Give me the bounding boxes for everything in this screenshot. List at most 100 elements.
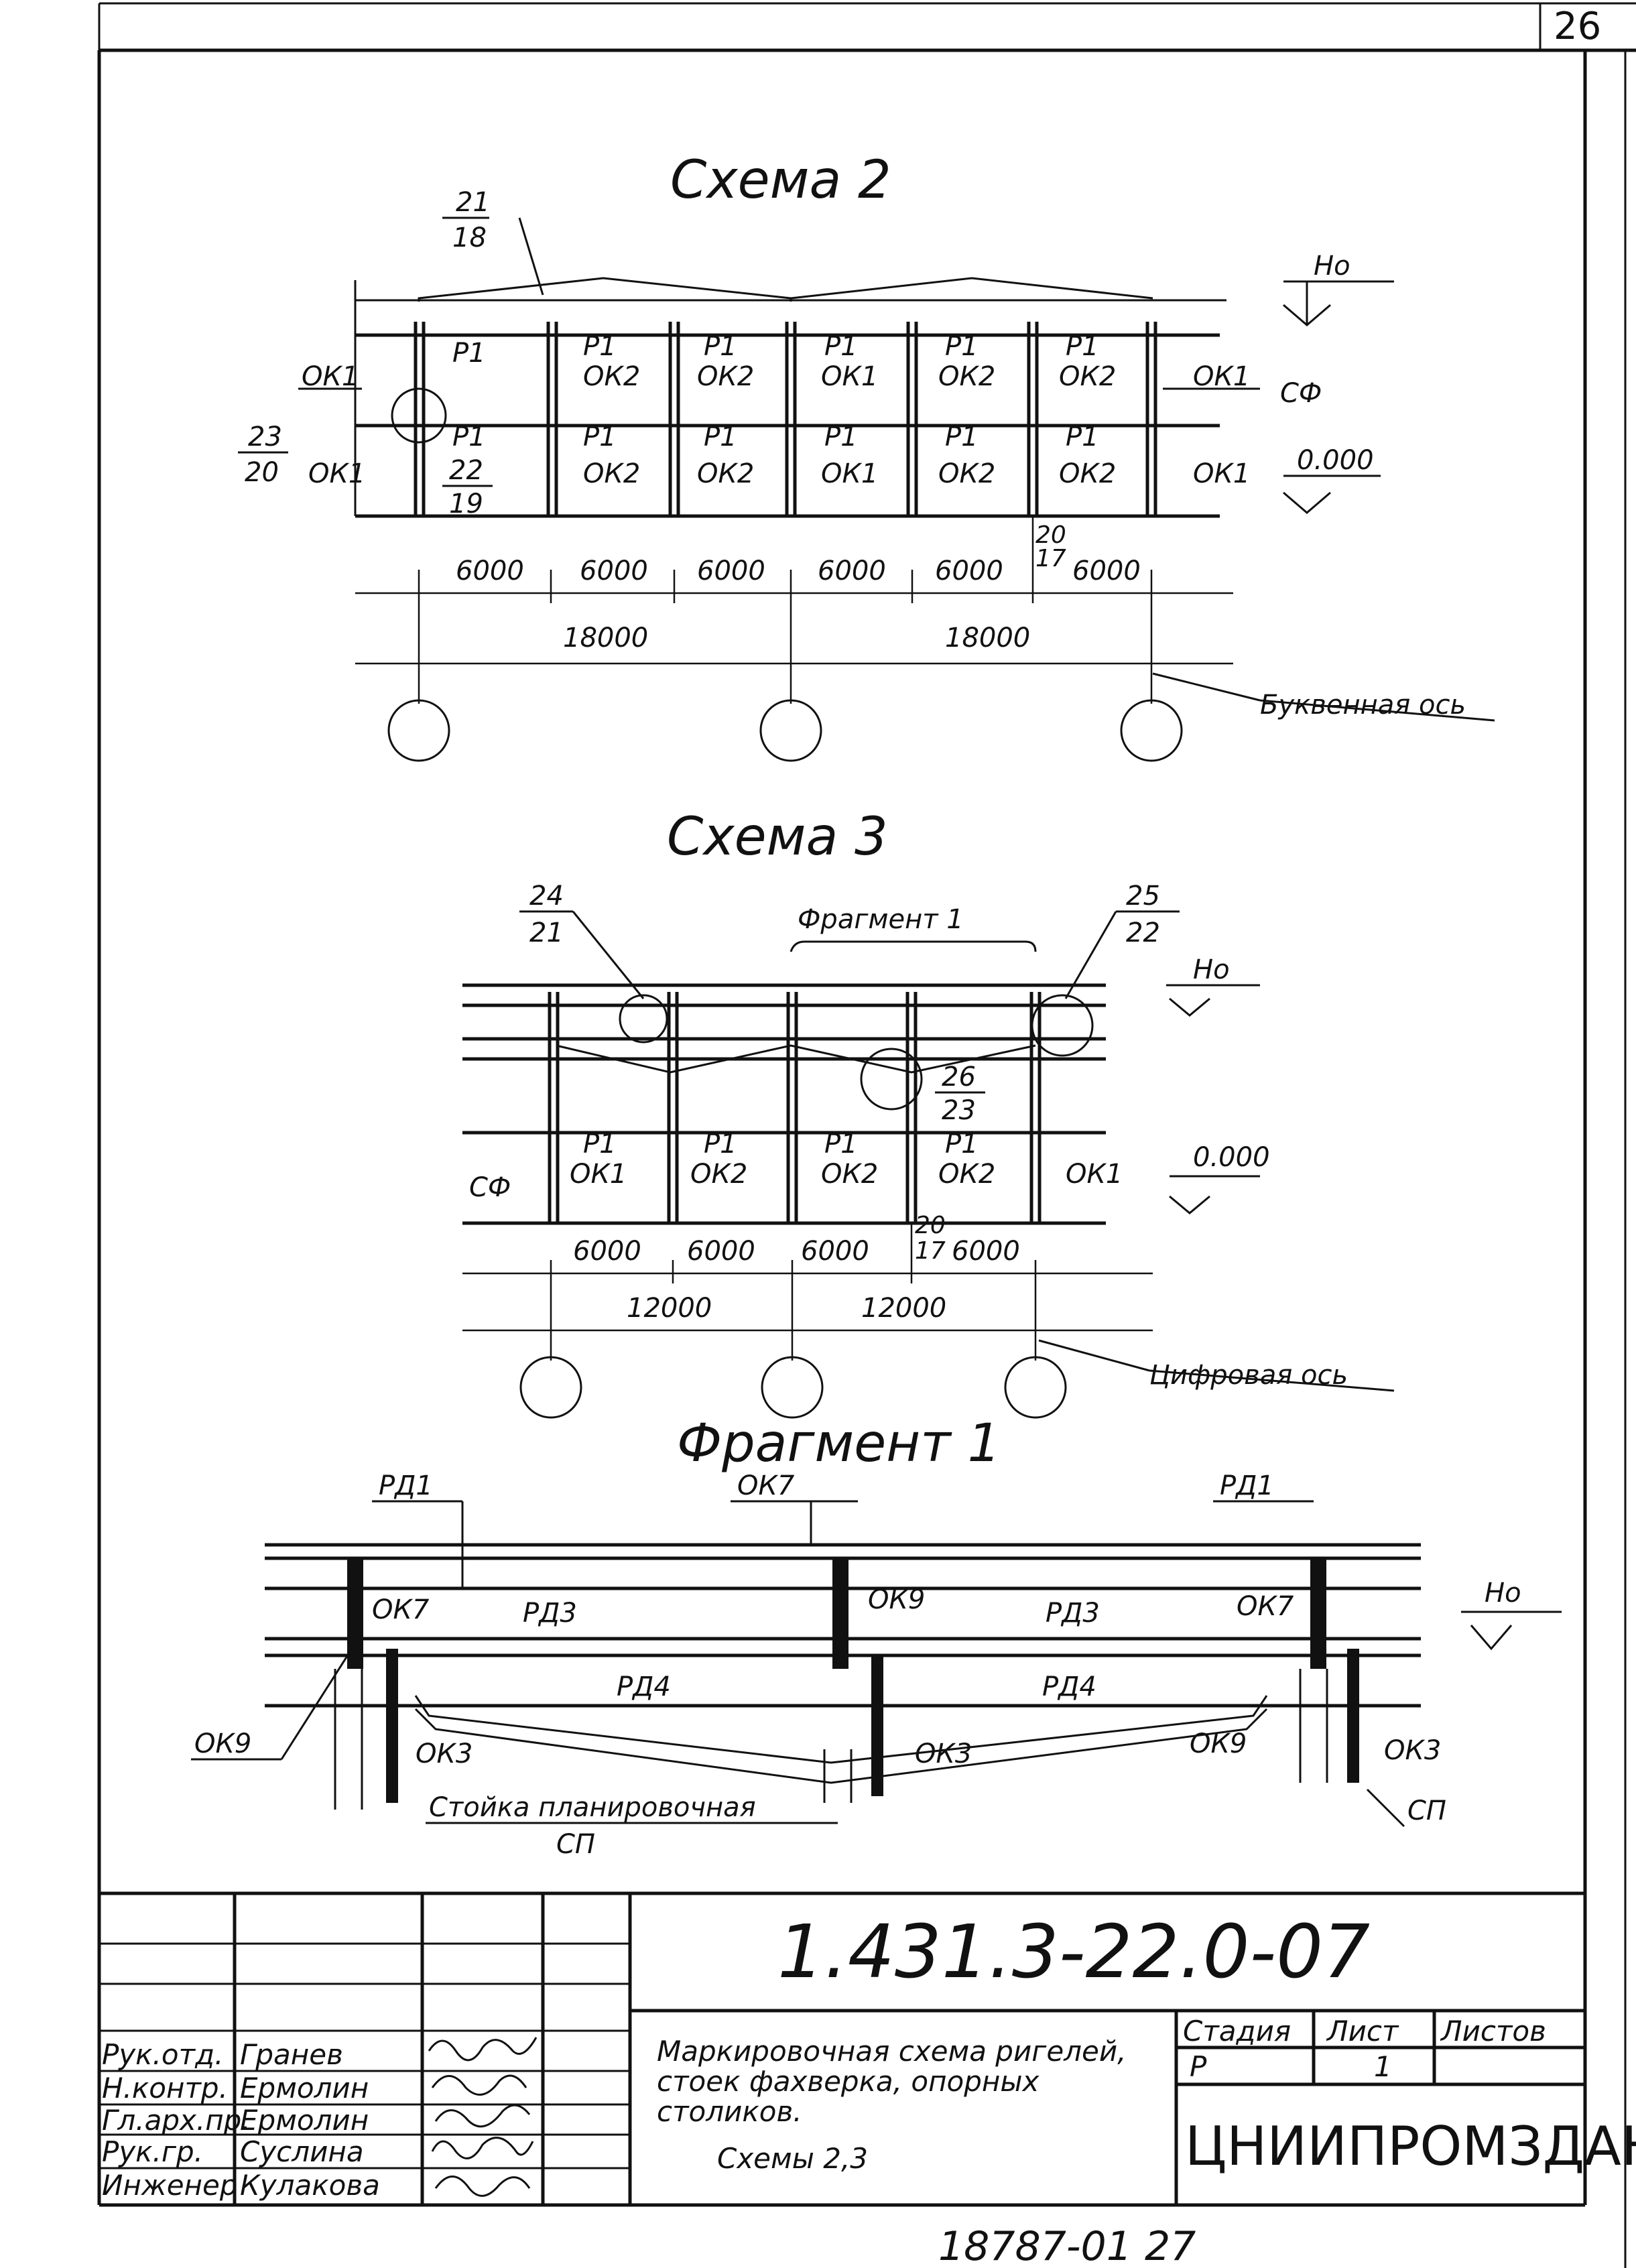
sheet-number: 26 [1554, 5, 1601, 48]
post [1347, 1649, 1359, 1783]
rd3-left-label: РД3 [523, 1598, 577, 1629]
s2-level-zero: 0.000 [1297, 445, 1374, 476]
post [832, 1558, 848, 1669]
s2-ok1-right-bottom: ОК1 [1193, 458, 1250, 489]
drawing-frame [97, 2, 1636, 2268]
post [1310, 1558, 1326, 1669]
s3-span: 6000 [801, 1236, 869, 1267]
s3-big-span: 12000 [861, 1293, 946, 1324]
s2-dim-label-top: 20 [1035, 521, 1066, 549]
s3-ok2-label: ОК2 [821, 1159, 878, 1190]
s2-r1-label: Р1 [824, 331, 858, 362]
s3-level-top: Но [1193, 954, 1230, 985]
scheme-3: Схема 3 Фрагмент 1 Р1 ОК1 Р1 ОК2 Р1 ОК2 … [462, 807, 1395, 1419]
s2-ok2-label: ОК2 [697, 361, 754, 392]
scheme-2-columns [414, 322, 1157, 516]
s2-ok2-label: ОК2 [938, 458, 995, 489]
description-line: столиков. [657, 2095, 802, 2128]
title-block: 1.431.3-22.0-07 Рук.отд. Н.контр. Гл.арх… [99, 1891, 1636, 2205]
s2-ok1-right-top: ОК1 [1193, 361, 1250, 392]
s2-mid-label-top: 22 [449, 455, 483, 486]
s2-axis-caption: Буквенная ось [1260, 690, 1466, 720]
f1-level-top: Но [1485, 1578, 1521, 1609]
s2-axis-circle [1120, 699, 1183, 762]
ok3-mid-label: ОК3 [915, 1739, 972, 1769]
sheet-value: 1 [1374, 2050, 1392, 2083]
signatures [428, 2037, 538, 2197]
s2-roof-label-bottom: 18 [452, 223, 487, 253]
s3-ok2-label: ОК2 [690, 1159, 747, 1190]
drawing-code: 1.431.3-22.0-07 [777, 1909, 1370, 1995]
s2-level-top: Но [1314, 251, 1350, 281]
ok3-right-label: ОК3 [1384, 1735, 1441, 1766]
rd4-left-label: РД4 [617, 1672, 671, 1702]
s2-ok1-left-bottom: ОК1 [308, 458, 365, 489]
rd1-right-label: РД1 [1220, 1470, 1274, 1501]
s3-right-label-top: 25 [1126, 881, 1160, 911]
scheme-2: Схема 2 Р1 Р1 Р1 ОК2 Р1 ОК2 Р1 ОК2 Р1 [238, 150, 1495, 762]
s3-axis-caption: Цифровая ось [1149, 1360, 1348, 1391]
s2-r1-label: Р1 [704, 422, 737, 452]
s2-axis-circle [759, 699, 822, 762]
s2-roof-label-top: 21 [456, 187, 490, 218]
s3-ok1-label: ОК1 [1066, 1159, 1123, 1190]
s2-span: 6000 [818, 556, 886, 586]
s3-fragment-label: Фрагмент 1 [798, 904, 964, 935]
s3-axis-circle [519, 1356, 582, 1419]
name: Гранев [240, 2038, 343, 2071]
s2-mid-label-bottom: 19 [449, 489, 483, 519]
rd3-right-label: РД3 [1046, 1598, 1100, 1629]
s3-mid-label-bottom: 23 [942, 1095, 976, 1126]
s2-ok1-label: ОК1 [821, 458, 878, 489]
description-line: стоек фахверка, опорных [657, 2065, 1040, 2098]
rd4-right-label: РД4 [1042, 1672, 1096, 1702]
ok9-right-label: ОК9 [1190, 1728, 1247, 1759]
s3-ok2-label: ОК2 [938, 1159, 995, 1190]
s3-r1-label: Р1 [824, 1129, 858, 1159]
stage-value: Р [1190, 2050, 1207, 2083]
s3-level-cf: СФ [469, 1172, 511, 1203]
s3-r1-label: Р1 [583, 1129, 617, 1159]
s2-axis-circle [387, 699, 450, 762]
ok7-right-label: ОК7 [1237, 1591, 1294, 1622]
s3-left-label-top: 24 [529, 881, 564, 911]
post [871, 1655, 883, 1796]
s2-r1-label: Р1 [945, 331, 979, 362]
sheets-header: Листов [1440, 2015, 1546, 2048]
scheme-3-columns [548, 992, 1042, 1223]
s2-r1-label: Р1 [583, 331, 617, 362]
s3-span: 6000 [687, 1236, 755, 1267]
s2-left-label-top: 23 [248, 422, 282, 452]
role: Рук.отд. [102, 2038, 223, 2071]
s3-big-span: 12000 [627, 1293, 712, 1324]
s3-level-zero: 0.000 [1193, 1142, 1270, 1173]
fragment-1-title: Фрагмент 1 [677, 1413, 1001, 1474]
s2-ok1-left-top: ОК1 [302, 361, 359, 392]
s2-ok2-label: ОК2 [1059, 458, 1116, 489]
name: Ермолин [240, 2104, 369, 2137]
fragment-1: Фрагмент 1 РД1 ОК7 РД1 ОК7 РД3 ОК9 РД3 О… [191, 1413, 1562, 1860]
scheme-3-title: Схема 3 [667, 807, 888, 867]
s2-r1-label: Р1 [583, 422, 617, 452]
name: Суслина [240, 2135, 364, 2168]
role: Гл.арх.пр. [102, 2104, 251, 2137]
s3-dim-label-bottom: 17 [915, 1237, 946, 1265]
s3-mid-label-top: 26 [942, 1062, 976, 1092]
role: Н.контр. [102, 2072, 228, 2104]
s3-left-label-bottom: 21 [529, 918, 564, 948]
s3-right-label-bottom: 22 [1126, 918, 1160, 948]
description-line: Схемы 2,3 [717, 2142, 868, 2175]
description-line: Маркировочная схема ригелей, [657, 2035, 1127, 2068]
role: Инженер [102, 2169, 238, 2202]
s2-r1-label: Р1 [1066, 422, 1099, 452]
s2-r1-label: Р1 [824, 422, 858, 452]
s3-ok1-label: ОК1 [570, 1159, 627, 1190]
s2-big-span: 18000 [945, 623, 1030, 653]
s2-span: 6000 [1072, 556, 1141, 586]
s2-span: 6000 [580, 556, 648, 586]
s2-ok2-label: ОК2 [938, 361, 995, 392]
s2-r1-label: Р1 [452, 338, 486, 369]
ok9-left-label: ОК9 [194, 1728, 251, 1759]
s2-dim-label-bottom: 17 [1035, 545, 1066, 572]
